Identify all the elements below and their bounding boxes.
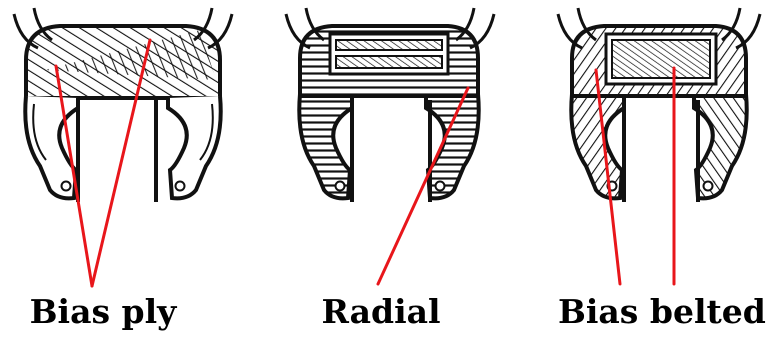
tire-bias-belted: [558, 8, 760, 202]
label-radial: Radial: [296, 292, 466, 332]
tire-bias-ply: [14, 8, 232, 202]
tire-radial: [286, 8, 494, 202]
label-bias-ply: Bias ply: [18, 292, 188, 332]
label-bias-belted: Bias belted: [558, 292, 763, 332]
